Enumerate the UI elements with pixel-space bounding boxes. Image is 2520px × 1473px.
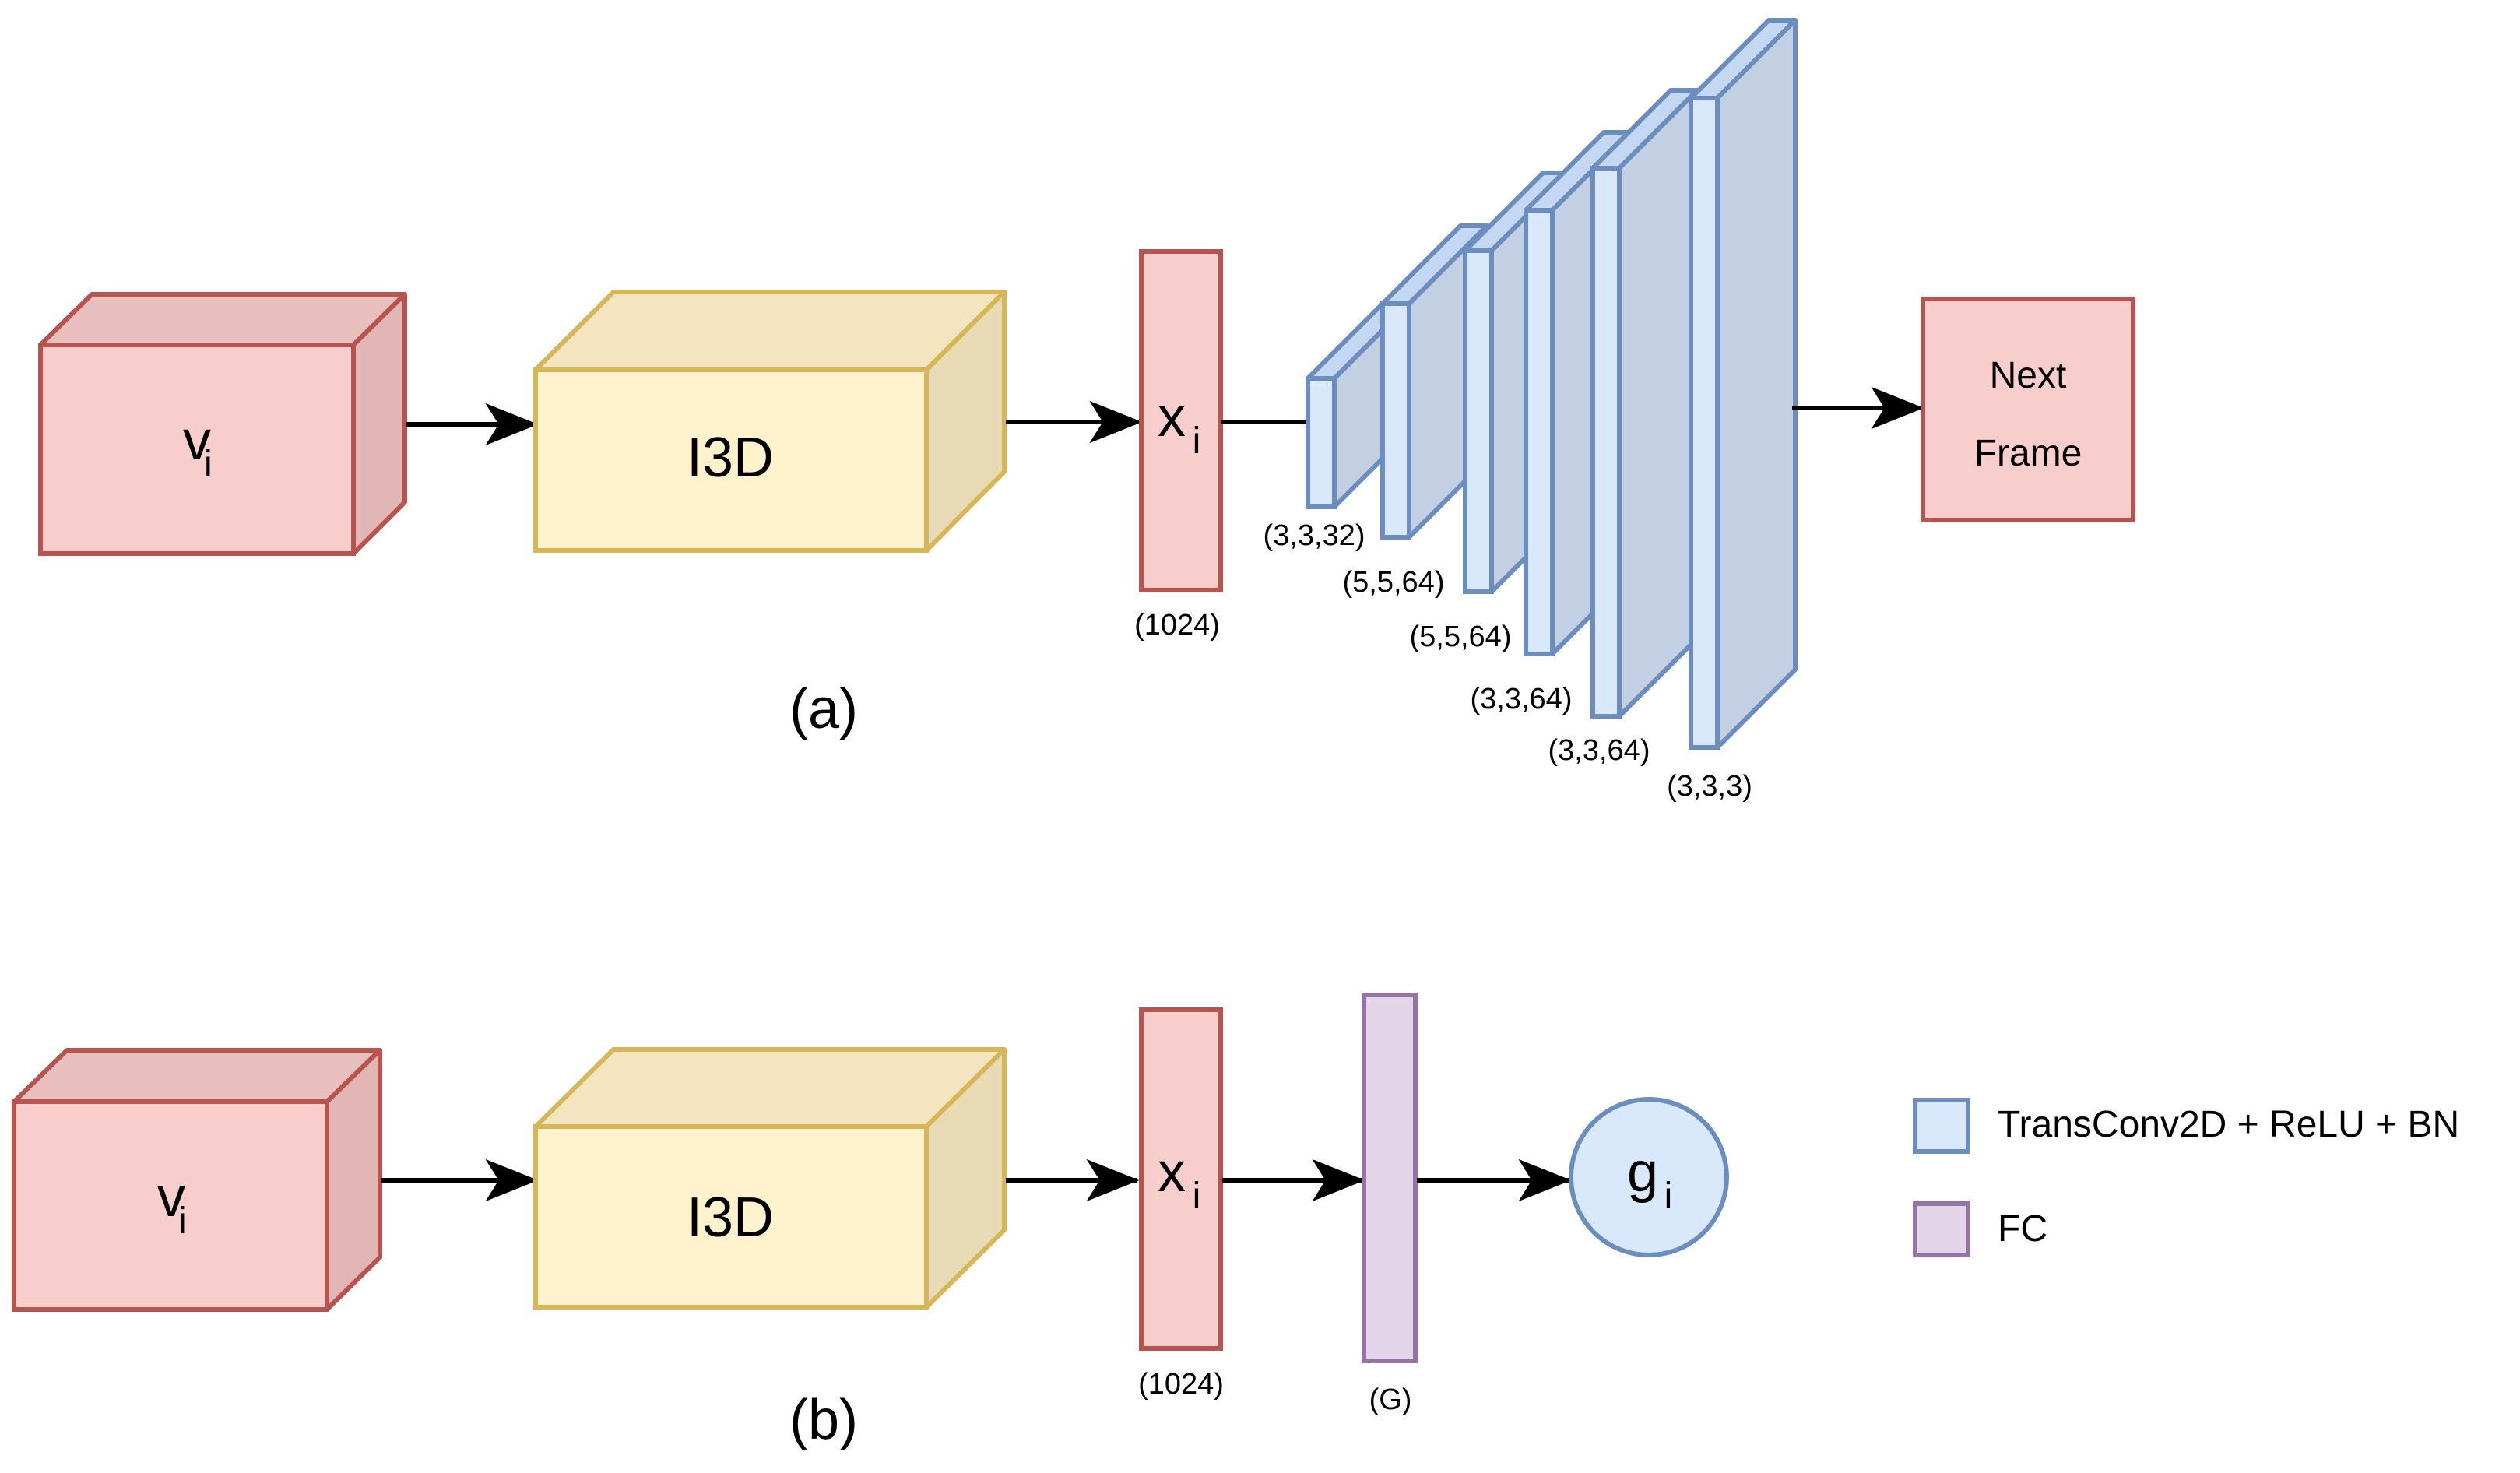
svg-text:v: v xyxy=(183,410,211,472)
layer-dim-label: (3,3,64) xyxy=(1548,734,1650,767)
fc-layer-b: (G) xyxy=(1362,993,1418,1416)
next-frame-line1: Next xyxy=(1990,355,2067,396)
caption-a: (a) xyxy=(789,678,858,740)
legend-transconv-swatch xyxy=(1913,1098,1970,1154)
layer-side-face xyxy=(1617,88,1699,719)
legend: TransConv2D + ReLU + BN FC xyxy=(1913,1098,2459,1257)
next-frame-line2: Frame xyxy=(1974,433,2082,474)
layer-front-face xyxy=(1590,166,1622,719)
layer-dim-label: (3,3,3) xyxy=(1667,770,1752,803)
layer-front-face xyxy=(1306,376,1337,509)
feature-vector-a: x i (1024) xyxy=(1134,249,1223,642)
transconv-layers: (3,3,32) (5,5,64) (5,5,64) (3,3,64) (3,3,64)… xyxy=(1264,18,1798,803)
feature-label-b: x xyxy=(1158,1141,1186,1204)
transconv-layer-6: (3,3,3) xyxy=(1667,18,1798,803)
caption-b: (b) xyxy=(789,1389,858,1451)
feature-label-a: x xyxy=(1158,386,1186,448)
svg-text:x: x xyxy=(1158,386,1186,448)
diagram-b: v i I3D x i (1024) (G) g i (b) xyxy=(12,993,1729,1451)
feature-sub-a: i xyxy=(1193,420,1201,462)
svg-text:g: g xyxy=(1627,1141,1658,1204)
legend-transconv-label: TransConv2D + ReLU + BN xyxy=(1998,1104,2459,1145)
legend-fc-swatch xyxy=(1913,1201,1970,1257)
layer-side-face xyxy=(1715,18,1798,750)
layer-dim-label: (3,3,32) xyxy=(1264,519,1365,552)
input-cube-a: v i xyxy=(38,292,407,556)
layer-front-face xyxy=(1524,208,1555,656)
svg-text:i: i xyxy=(1193,420,1201,462)
i3d-label-a: I3D xyxy=(687,427,774,489)
feature-dim-a: (1024) xyxy=(1134,609,1220,642)
fc-dim-b: (G) xyxy=(1369,1383,1412,1416)
svg-text:i: i xyxy=(1193,1176,1201,1217)
output-sub-b: i xyxy=(1664,1176,1673,1217)
svg-text:x: x xyxy=(1158,1141,1186,1204)
layer-front-face xyxy=(1463,248,1494,594)
svg-text:i: i xyxy=(1664,1176,1673,1217)
input-label-a: v xyxy=(183,410,211,472)
i3d-cube-a: I3D xyxy=(533,290,1007,553)
input-label-b: v xyxy=(157,1166,185,1229)
output-node-b: g i xyxy=(1569,1097,1729,1257)
output-label-b: g xyxy=(1627,1141,1658,1204)
layer-dim-label: (3,3,64) xyxy=(1471,683,1573,715)
diagram-a: v i I3D x i (1024) (3,3,32) (5,5,64) (5,5,… xyxy=(38,18,2135,803)
input-sub-a: i xyxy=(204,444,213,485)
layer-front-face xyxy=(1689,96,1720,750)
layer-front-face xyxy=(1380,301,1411,540)
input-cube-b: v i xyxy=(12,1048,382,1312)
svg-text:i: i xyxy=(204,444,213,485)
input-sub-b: i xyxy=(178,1201,187,1242)
legend-fc-label: FC xyxy=(1998,1208,2047,1250)
feature-vector-b: x i (1024) xyxy=(1138,1007,1224,1401)
layer-dim-label: (5,5,64) xyxy=(1343,566,1445,599)
next-frame-box: Next Frame xyxy=(1921,297,2135,522)
transconv-layer-5: (3,3,64) xyxy=(1548,88,1699,767)
svg-text:v: v xyxy=(157,1166,185,1229)
layer-dim-label: (5,5,64) xyxy=(1410,620,1512,653)
feature-sub-b: i xyxy=(1193,1176,1201,1217)
feature-dim-b: (1024) xyxy=(1138,1368,1224,1401)
i3d-cube-b: I3D xyxy=(533,1047,1007,1310)
svg-text:i: i xyxy=(178,1201,187,1242)
i3d-label-b: I3D xyxy=(687,1186,774,1249)
